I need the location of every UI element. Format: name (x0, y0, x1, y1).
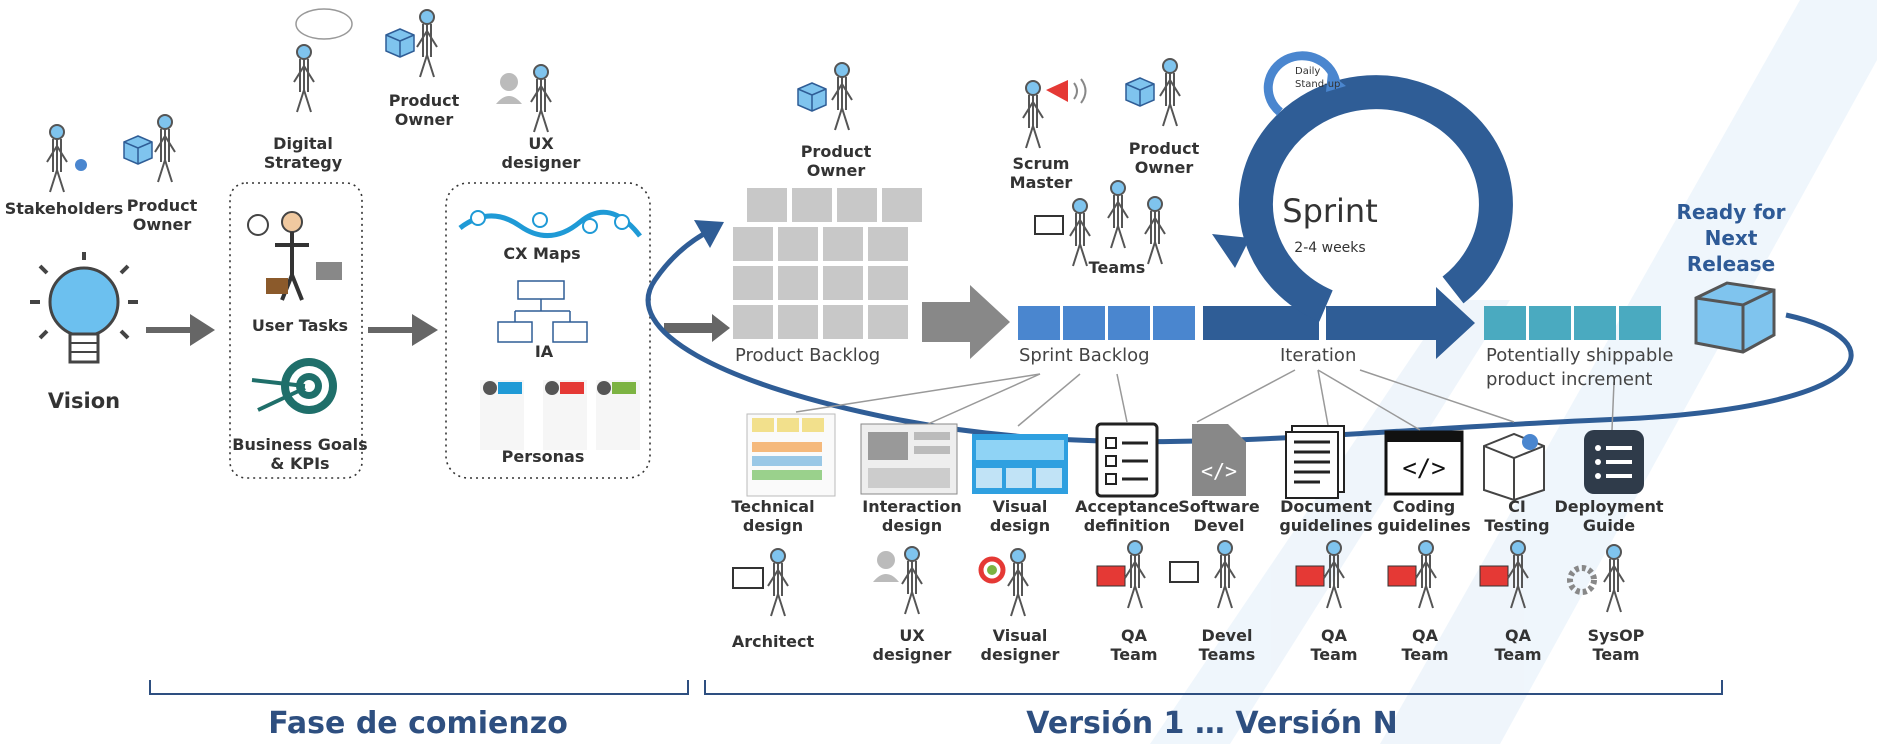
sysop-team-figure (1567, 544, 1625, 613)
daily-standup-arrow (1263, 51, 1346, 116)
activity-label: Document guidelines (1279, 497, 1373, 535)
architect-figure (732, 548, 789, 617)
ready-release-label: Ready for Next Release (1676, 200, 1786, 276)
lightbulb-icon (30, 252, 138, 364)
qa-team-figure-1 (1096, 540, 1146, 609)
sprint-duration: 2-4 weeks (1294, 240, 1365, 256)
teams-label: Teams (1088, 258, 1146, 277)
product-owner-label-1: Product Owner (126, 196, 198, 234)
technical-design-icon (746, 413, 836, 497)
product-owner-label-sprint: Product Owner (1128, 139, 1200, 177)
visual-designer-figure (978, 548, 1029, 617)
daily-standup-label: Daily Stand-up (1295, 66, 1341, 90)
activity-role-label: Architect (731, 632, 815, 651)
vision-label: Vision (47, 389, 121, 413)
versions-phase-label: Versión 1 … Versión N (1026, 706, 1398, 741)
scrum-master-label: Scrum Master (1009, 154, 1073, 192)
activity-label: Acceptance definition (1075, 497, 1179, 535)
backlog-to-sprint-arrow (922, 285, 1010, 359)
versions-phase-bracket (704, 680, 1723, 695)
checklist-icon (1095, 422, 1159, 498)
personas-label: Personas (501, 447, 585, 466)
activity-label: Technical design (731, 497, 815, 535)
activity-role-label: QA Team (1401, 626, 1449, 664)
product-backlog-label: Product Backlog (735, 345, 881, 366)
sprint-title: Sprint (1282, 192, 1378, 230)
strategy-box (229, 182, 363, 479)
product-owner-label-backlog: Product Owner (800, 142, 872, 180)
sprint-backlog-blocks (1018, 306, 1195, 340)
coding-icon: </> (1384, 430, 1464, 496)
activity-role-label: Devel Teams (1198, 626, 1256, 664)
increment-blocks (1484, 306, 1661, 340)
document-icon (1285, 425, 1345, 499)
teams-figures (1034, 180, 1166, 267)
activity-connectors (795, 369, 1615, 433)
activity-role-label: Visual designer (980, 626, 1060, 664)
strategy-arrow (368, 314, 438, 346)
start-phase-bracket (149, 680, 689, 695)
increment-label: Potentially shippable product increment (1486, 345, 1674, 390)
product-owner-figure-1 (123, 114, 176, 183)
iteration-bar (1203, 287, 1475, 359)
product-backlog-blocks (733, 188, 922, 339)
iteration-label: Iteration (1280, 345, 1357, 366)
product-owner-label-2: Product Owner (388, 91, 460, 129)
ux-designer-label-top: UX designer (501, 134, 581, 172)
activity-label: Interaction design (862, 497, 962, 535)
activity-role-label: SysOP Team (1587, 626, 1645, 664)
ux-designer-figure (873, 546, 923, 615)
svg-text:</>: </> (1402, 454, 1445, 482)
deploy-icon (1584, 430, 1644, 494)
qa-team-figure-3 (1387, 540, 1437, 609)
ia-label: IA (534, 342, 554, 361)
product-owner-figure-2 (385, 9, 438, 78)
qa-team-figure-4 (1479, 540, 1529, 609)
digital-strategy-label: Digital Strategy (263, 134, 343, 172)
devel-teams-figure (1169, 540, 1236, 609)
release-cube-icon (1694, 281, 1776, 354)
product-owner-figure-backlog (797, 62, 853, 131)
user-tasks-icon (247, 211, 342, 301)
business-goals-label: Business Goals & KPIs (232, 435, 368, 473)
cx-maps-label: CX Maps (503, 244, 581, 263)
interaction-design-icon (860, 423, 958, 495)
activity-role-label: QA Team (1110, 626, 1158, 664)
activity-label: Software Devel (1178, 497, 1260, 535)
stakeholders-figure (46, 124, 87, 193)
org-chart-icon (497, 280, 588, 343)
vision-arrow (146, 314, 215, 346)
activity-label: CI Testing (1484, 497, 1550, 535)
persona-card-icon (480, 380, 640, 450)
background-watermark (1150, 0, 1877, 744)
activity-label: Coding guidelines (1377, 497, 1471, 535)
sprint-backlog-label: Sprint Backlog (1019, 345, 1150, 366)
activity-role-label: QA Team (1494, 626, 1542, 664)
activity-label: Visual design (989, 497, 1051, 535)
code-file-icon: </> (1192, 424, 1246, 496)
digital-strategy-figure (293, 8, 353, 113)
target-icon (251, 358, 337, 414)
sprint-cycle-arrow (1212, 75, 1513, 322)
scrum-master-figure (1022, 78, 1087, 149)
start-phase-label: Fase de comienzo (268, 706, 568, 741)
map-icon (458, 209, 642, 239)
ux-box (445, 182, 651, 479)
activity-role-label: QA Team (1310, 626, 1358, 664)
user-tasks-label: User Tasks (251, 316, 349, 335)
activity-role-label: UX designer (872, 626, 952, 664)
activity-label: Deployment Guide (1554, 497, 1664, 535)
ci-box-icon (1483, 432, 1545, 502)
product-owner-figure-sprint (1125, 58, 1181, 127)
stakeholders-label: Stakeholders (4, 199, 124, 218)
backlog-entry-arrow (664, 314, 730, 342)
svg-text:</>: </> (1201, 459, 1237, 483)
visual-design-icon (972, 434, 1068, 494)
qa-team-figure-2 (1295, 540, 1345, 609)
ux-designer-figure-top (496, 64, 552, 133)
